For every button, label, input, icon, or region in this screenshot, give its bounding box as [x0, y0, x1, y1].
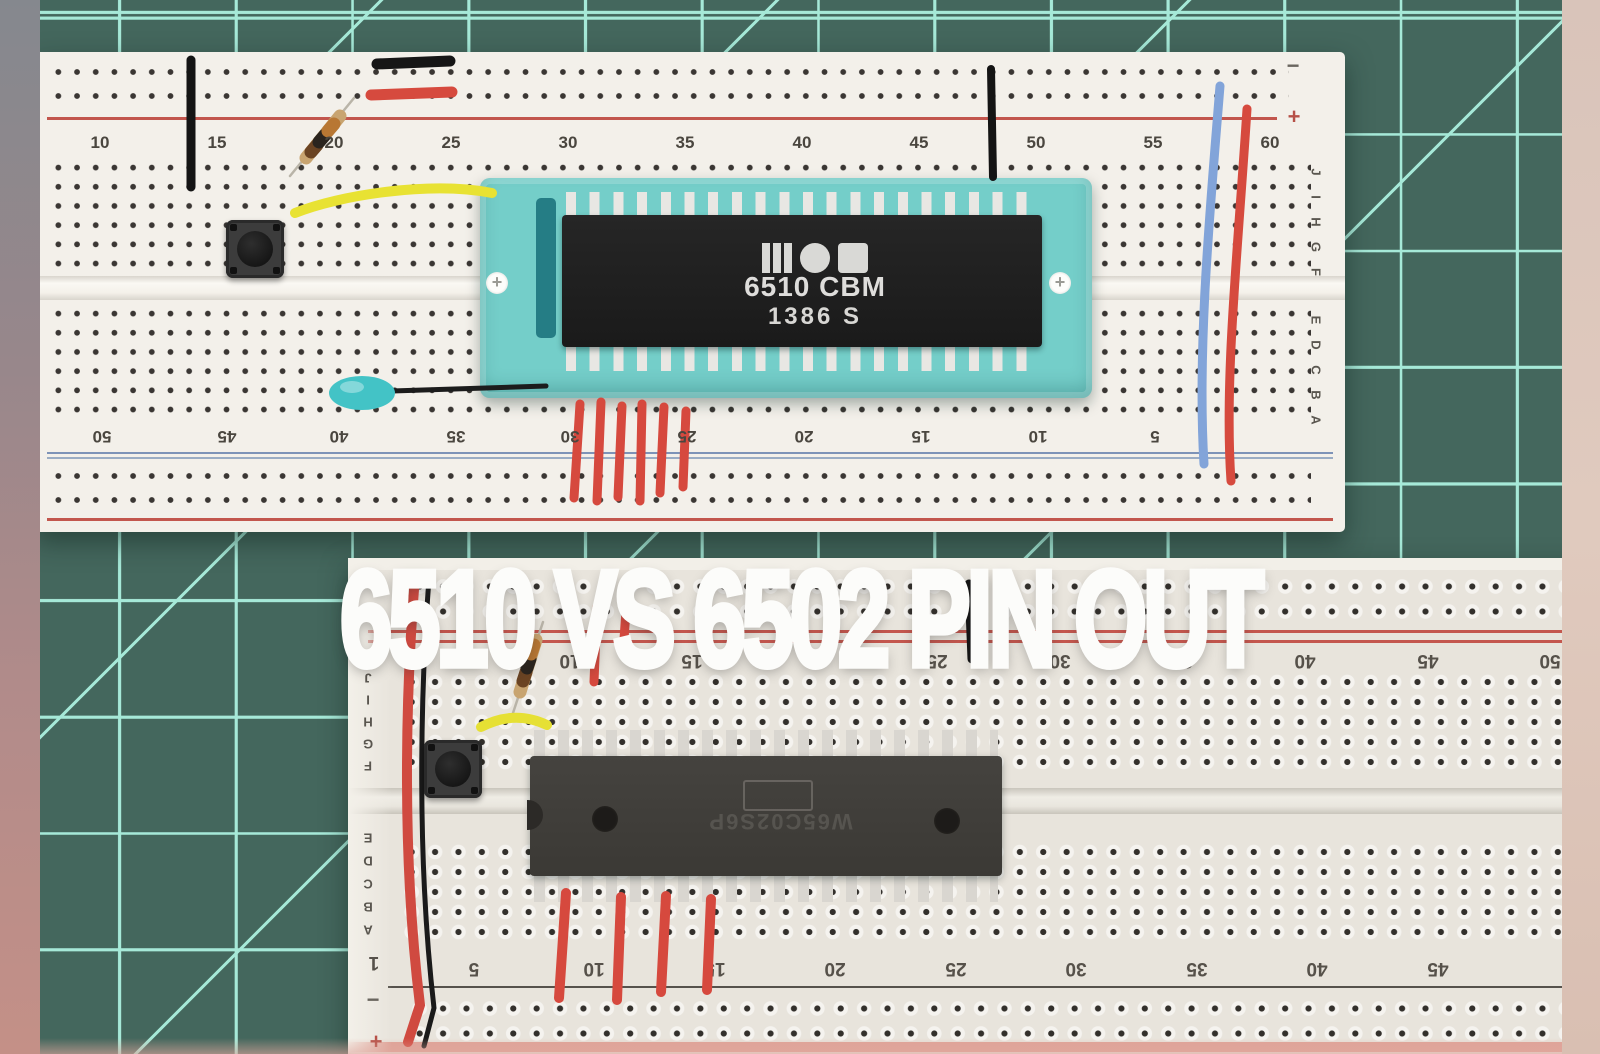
row-letter: E [363, 830, 373, 846]
column-number: 25 [677, 427, 697, 446]
chip-faint-marking: W65C02S6P [707, 809, 853, 834]
push-button [226, 220, 284, 278]
column-number: 45 [217, 427, 237, 446]
cpu-chip-6502: W65C02S6P [527, 756, 1002, 876]
power-rail-holes [49, 464, 1311, 510]
rail-blue-line [47, 457, 1333, 459]
rail-blue-line [47, 452, 1333, 454]
row-letter: F [364, 758, 372, 774]
board-edge [348, 558, 1600, 570]
chip-pins-bottom [534, 874, 998, 902]
chip-dimple [934, 808, 960, 834]
column-number: 40 [329, 427, 349, 446]
rail-red-line [47, 518, 1333, 521]
column-number: 25 [441, 133, 461, 152]
column-number: 1 [368, 952, 380, 973]
zif-screw: + [1049, 272, 1071, 294]
chip-date-code: 1386 S [767, 303, 863, 330]
power-rail-holes [408, 996, 1598, 1042]
column-number: 50 [1539, 650, 1561, 671]
right-blur-edge [1562, 0, 1600, 1054]
title-overlay: 6510 VS 6502 PIN OUT [338, 539, 1266, 698]
column-number: 15 [704, 958, 726, 979]
row-letter: H [363, 714, 373, 730]
column-number: 5 [1150, 427, 1160, 446]
rail-red-line [368, 630, 1588, 633]
column-number: 45 [1427, 958, 1449, 979]
chip-notch [527, 800, 543, 830]
chip-pins-top [534, 730, 998, 758]
column-number: 25 [945, 958, 967, 979]
column-number: 30 [560, 427, 580, 446]
row-letter: C [363, 876, 373, 892]
column-number: 30 [1065, 958, 1087, 979]
column-number: 35 [446, 427, 466, 446]
chip-part-label: 6510 CBM [744, 271, 886, 302]
column-number: 10 [1028, 427, 1048, 446]
column-number: 35 [675, 133, 695, 152]
rail-red-line [368, 640, 1588, 643]
column-number: 10 [90, 133, 110, 152]
row-letter: G [1308, 241, 1324, 253]
column-number: 10 [583, 958, 605, 979]
chip-dimple [592, 806, 618, 832]
rail-plus-label: + [1287, 104, 1301, 129]
column-number: 55 [1143, 133, 1163, 152]
chip-pins-bottom [566, 345, 1038, 371]
row-letter: H [1308, 217, 1324, 227]
rail-separator-line [388, 986, 1600, 988]
button-cap [237, 231, 273, 267]
row-letter: D [363, 853, 373, 869]
rail-minus-label: − [1286, 53, 1300, 78]
row-letter: B [1308, 390, 1324, 400]
chip-pins-top [566, 192, 1038, 216]
cpu-chip-6510: 6510 CBM 1386 S [562, 215, 1042, 347]
column-number: 40 [1294, 650, 1316, 671]
column-number: 30 [558, 133, 578, 152]
column-number: 20 [824, 958, 846, 979]
power-rail-holes [408, 574, 1588, 622]
row-letter: C [1308, 365, 1324, 375]
zif-screw: + [486, 272, 508, 294]
row-letter: I [1308, 195, 1324, 199]
column-number: 35 [1186, 958, 1208, 979]
mos-logo-icon [762, 243, 868, 273]
column-number: 15 [911, 427, 931, 446]
column-number: 60 [1260, 133, 1280, 152]
column-number: 45 [909, 133, 929, 152]
row-letter: F [1308, 268, 1324, 276]
rail-red-line [47, 117, 1277, 120]
rail-minus-label: − [366, 987, 380, 1012]
row-letter: E [1308, 315, 1324, 325]
column-number: 50 [1026, 133, 1046, 152]
bottom-haze [40, 1038, 1562, 1054]
board-left-flange [348, 558, 392, 1054]
column-number: 40 [792, 133, 812, 152]
column-number: 20 [324, 133, 344, 152]
column-number: 15 [207, 133, 227, 152]
left-blur-edge [0, 0, 40, 1054]
row-letter: J [1308, 168, 1324, 176]
column-number: 20 [794, 427, 814, 446]
button-cap [435, 751, 471, 787]
column-number: 40 [1306, 958, 1328, 979]
row-letter: A [363, 922, 373, 938]
column-number: 50 [92, 427, 112, 446]
row-letter: G [362, 736, 374, 752]
zif-lever [536, 198, 556, 338]
row-letter: A [1308, 415, 1324, 425]
power-rail-holes [49, 60, 1289, 106]
row-letter: B [363, 899, 373, 915]
row-letter: D [1308, 340, 1324, 350]
column-number: 5 [468, 958, 480, 979]
push-button [424, 740, 482, 798]
column-number: 45 [1417, 650, 1439, 671]
logo-emboss [743, 780, 813, 811]
